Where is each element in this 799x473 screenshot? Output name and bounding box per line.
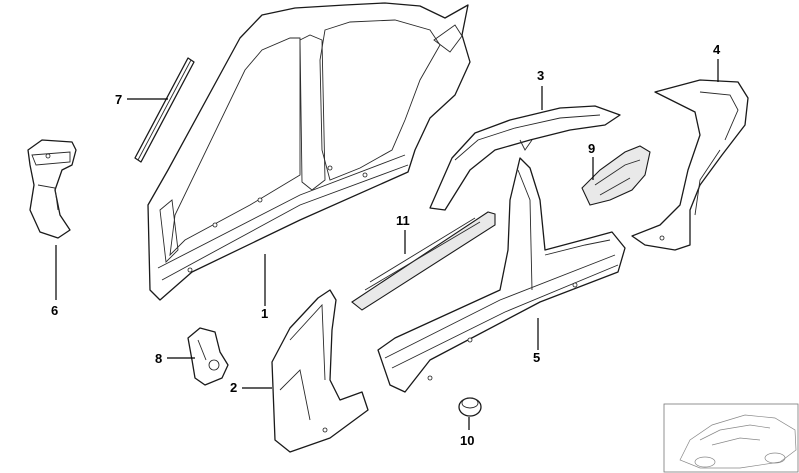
callout-9: 9	[588, 141, 595, 156]
part-11-sill-strip[interactable]	[351, 211, 496, 311]
part-4-rear-quarter[interactable]	[631, 79, 749, 251]
callout-11: 11	[396, 213, 410, 228]
vehicle-thumbnail	[663, 403, 799, 473]
part-9-panel[interactable]	[581, 145, 651, 206]
callout-1: 1	[261, 306, 268, 321]
callout-5: 5	[533, 350, 540, 365]
part-6-bracket[interactable]	[27, 139, 77, 239]
callout-labels: 1 2 3 4 5 6 7 8 9 10 11	[51, 42, 721, 448]
part-1-side-frame[interactable]	[147, 2, 471, 301]
callout-10: 10	[460, 433, 474, 448]
part-10-plug[interactable]	[458, 397, 482, 417]
part-7-trim-strip[interactable]	[134, 57, 195, 163]
part-2-pillar-section[interactable]	[271, 289, 369, 453]
part-8-bracket[interactable]	[187, 327, 229, 386]
callout-7: 7	[115, 92, 122, 107]
leader-lines	[55, 59, 719, 430]
callout-8: 8	[155, 351, 162, 366]
part-5-rocker-pillar[interactable]	[377, 157, 626, 393]
callout-2: 2	[230, 380, 237, 395]
callout-3: 3	[537, 68, 544, 83]
callout-4: 4	[713, 42, 721, 57]
part-3-roof-rail[interactable]	[429, 105, 621, 211]
callout-6: 6	[51, 303, 58, 318]
